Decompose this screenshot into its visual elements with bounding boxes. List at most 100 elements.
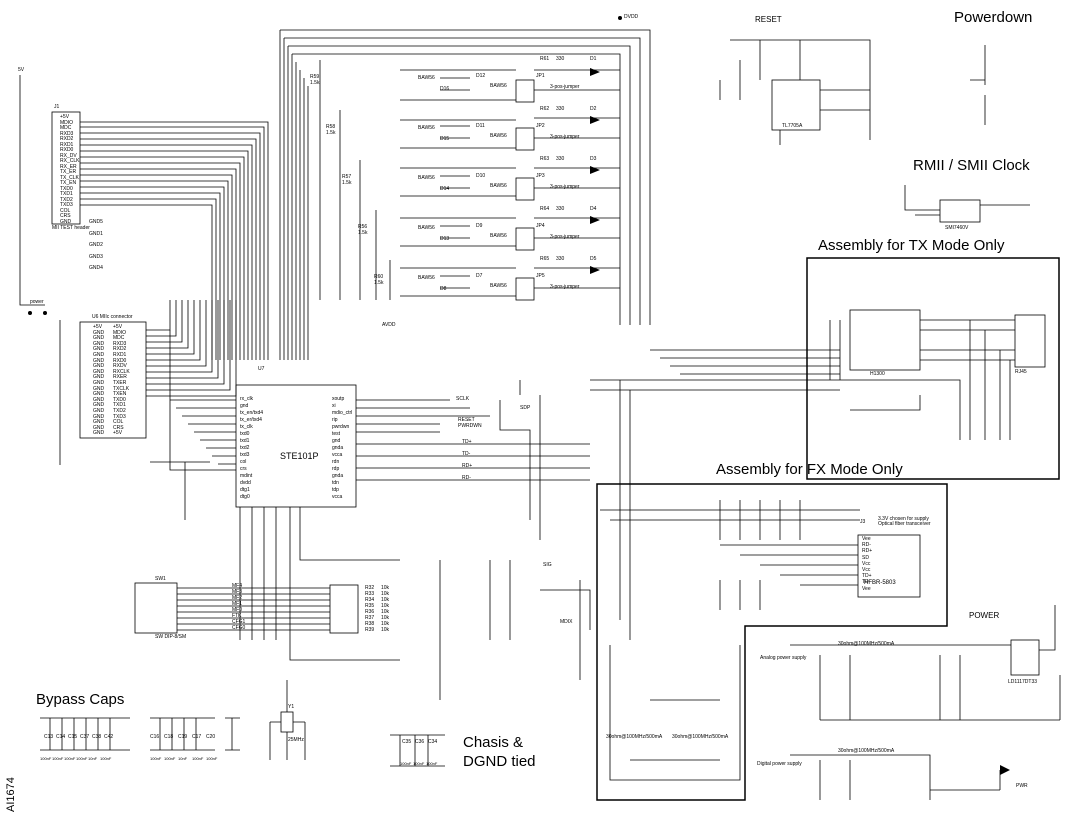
- rd-plus-net: RD+: [462, 463, 473, 469]
- u6-right-pin-label: TXD1: [113, 402, 126, 409]
- diode-ref: D13: [440, 236, 450, 242]
- pullup-resistor-label: 1.5k: [326, 130, 336, 136]
- hfbr-label: HFBR-5803: [864, 580, 896, 586]
- ste-right-pin: rdp: [332, 466, 340, 472]
- led-ref: D1: [590, 56, 597, 62]
- diode-ref: D16: [440, 86, 450, 92]
- dip-pullup-resistor: R33: [365, 591, 375, 597]
- diode-ref: D11: [476, 123, 485, 129]
- led-ref: D3: [590, 156, 597, 162]
- led-row-3: [400, 167, 620, 201]
- crystal-y1: [280, 711, 294, 733]
- jumper-ref: JP1: [536, 73, 545, 79]
- dip-pullup-resistor: R32: [365, 585, 375, 591]
- ste-right-pin: xi: [332, 403, 336, 409]
- tl7705a-chip: [771, 79, 821, 131]
- baw56-label: BAW56: [490, 133, 507, 139]
- hfbr-pin-label: RD-: [862, 542, 871, 549]
- bypass-cap-value: 100nF: [413, 761, 425, 766]
- u6-left-pin-label: GND: [93, 430, 105, 437]
- dip-pullup-resistor: 10k: [381, 621, 390, 627]
- baw56-label: BAW56: [490, 233, 507, 239]
- dip-pullup-resistor: 10k: [381, 603, 390, 609]
- gnd-test-point-label: GND1: [89, 230, 103, 237]
- bypass-cap-value: 100nF: [100, 756, 112, 761]
- led-resistor-ref: R64: [540, 206, 550, 212]
- diode-ref: D14: [440, 186, 450, 192]
- ste-right-pin: xoutp: [332, 396, 345, 402]
- rd-minus-net: RD-: [462, 475, 471, 481]
- led-resistor-value: 330: [556, 256, 565, 262]
- bypass-caps-title: Bypass Caps: [36, 691, 125, 708]
- u6-right-pin-label: TXER: [113, 380, 127, 386]
- u6-ref: U6 MIIc connector: [92, 314, 133, 320]
- u6-right-pin-label: MDC: [113, 335, 125, 342]
- dip-pullup-resistor: R38: [365, 621, 375, 627]
- ste-left-pin: txd3: [240, 452, 250, 458]
- ferrite-bead-3: 30ohm@100MHz/500mA: [606, 734, 663, 740]
- ste-right-pin: pwrdwn: [332, 424, 350, 430]
- u6-left-pin-label: GND: [93, 346, 105, 353]
- u6-left-pin-label: GND: [93, 352, 105, 358]
- power-connector-label: power: [30, 299, 44, 305]
- j1-header-body: [51, 111, 81, 225]
- bypass-cap-ref: C38: [92, 734, 102, 740]
- dip-signal-label: MF0: [232, 607, 242, 613]
- ste-right-pin: mdio_ctrl: [332, 410, 353, 416]
- j1-pin-label: TXD0: [60, 185, 73, 192]
- dvdd-net: DVDD: [624, 14, 639, 20]
- led-resistor-value: 330: [556, 156, 565, 162]
- 5v-net: 5V: [18, 67, 25, 73]
- dip-pullup-resistor: 10k: [381, 615, 390, 621]
- j1-pin-label: TXD1: [60, 191, 73, 197]
- dip-pullup-resistor: 10k: [381, 591, 390, 597]
- u6-right-pin-label: TXEN: [113, 391, 127, 398]
- dip-pullup-resistor: 10k: [381, 585, 390, 591]
- led-row-4: [400, 217, 620, 251]
- diode-ref: D10: [476, 173, 486, 179]
- u6-left-pin-label: GND: [93, 402, 105, 409]
- hfbr-ref: J3: [860, 519, 866, 525]
- led-ref: D4: [590, 206, 597, 212]
- bypass-cap-ref: C17: [192, 734, 202, 740]
- u6-left-pin-label: GND: [93, 380, 105, 386]
- j1-pin-label: RX_ER: [60, 163, 77, 170]
- dip-pullup-resistor: 10k: [381, 627, 390, 633]
- jumper-label: 3-pos-jumper: [550, 84, 580, 90]
- j1-pin-label: TX_ER: [60, 169, 77, 175]
- dip-signal-label: MF1: [232, 601, 242, 607]
- u6-left-pin-label: GND: [93, 363, 105, 370]
- dip-signal-label: MF3: [232, 589, 242, 595]
- bypass-cap-value: 100nF: [164, 756, 176, 761]
- pwrdwn-net: PWRDWN: [458, 423, 482, 429]
- dip-signal-label: CFG1: [232, 619, 246, 625]
- pullup-resistor-label: 1.5k: [374, 280, 384, 286]
- led-ref: D5: [590, 256, 597, 262]
- ste101p-ref: U7: [258, 366, 265, 372]
- u6-right-pin-label: COL: [113, 419, 124, 426]
- u6-left-pin-label: GND: [93, 357, 105, 364]
- optical-note: 3.3V chosen for supply Optical fiber tra…: [878, 516, 931, 527]
- led-resistor-value: 330: [556, 206, 565, 212]
- jumper-ref: JP3: [536, 173, 545, 179]
- dip-signal-label: FTK: [232, 613, 242, 619]
- pullup-resistor-label: 1.5k: [358, 230, 368, 236]
- bypass-cap-ref: C13: [44, 734, 54, 740]
- bypass-cap-value: 100nF: [150, 756, 162, 761]
- pullup-resistor-label: R56: [358, 224, 368, 230]
- bypass-cap-ref: C15: [68, 734, 78, 740]
- u6-left-pin-label: GND: [93, 396, 105, 403]
- dip-pullup-resistor: 10k: [381, 597, 390, 603]
- j1-pin-label: TX_EN: [60, 180, 77, 186]
- bypass-cap-ref: C19: [178, 734, 188, 740]
- dip-pullup-resistor: R34: [365, 597, 375, 603]
- led-resistor-ref: R65: [540, 256, 550, 262]
- j1-pin-label: RXD1: [60, 141, 74, 148]
- reset-title: RESET: [755, 15, 782, 24]
- u6-right-pin-label: TXD0: [113, 396, 126, 403]
- ste-left-pin: dtg1: [240, 487, 250, 493]
- u6-left-pin-label: GND: [93, 385, 105, 392]
- j1-pin-label: COL: [60, 207, 71, 214]
- rmii-clock-title: RMII / SMII Clock: [913, 157, 1030, 174]
- pullup-resistor-label: R58: [326, 124, 336, 130]
